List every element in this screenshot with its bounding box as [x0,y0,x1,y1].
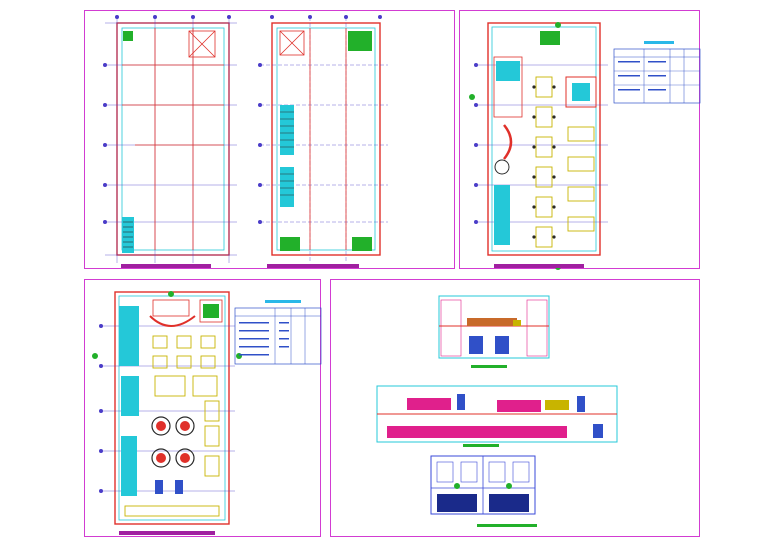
floor-plan-ground-drawing [92,291,322,535]
sheet-sections-elevations [330,279,700,537]
sheet-floor-plan-ground [84,279,322,537]
section-b-title [463,444,499,447]
facade-elevation [430,455,536,515]
floor-plan-dining-drawing [469,22,701,270]
dining-plan-title-bar [494,264,584,268]
sheet-floor-plans-upper [84,10,455,269]
floor-plans-upper-drawing [103,15,388,268]
sections-elevations-drawing [376,295,618,527]
floor-plan-b [258,15,388,263]
section-a-title [471,365,507,368]
facade-title [477,524,537,527]
ground-plan-title-bar [119,531,215,535]
sheet-floor-plan-dining [459,10,701,270]
section-b [376,385,618,443]
section-a [438,295,550,359]
legend-table-dining [613,41,701,104]
plan-a-title-bar [121,264,211,268]
legend-table-ground [234,300,322,365]
floor-plan-a [103,15,237,263]
plan-b-title-bar [267,264,359,268]
